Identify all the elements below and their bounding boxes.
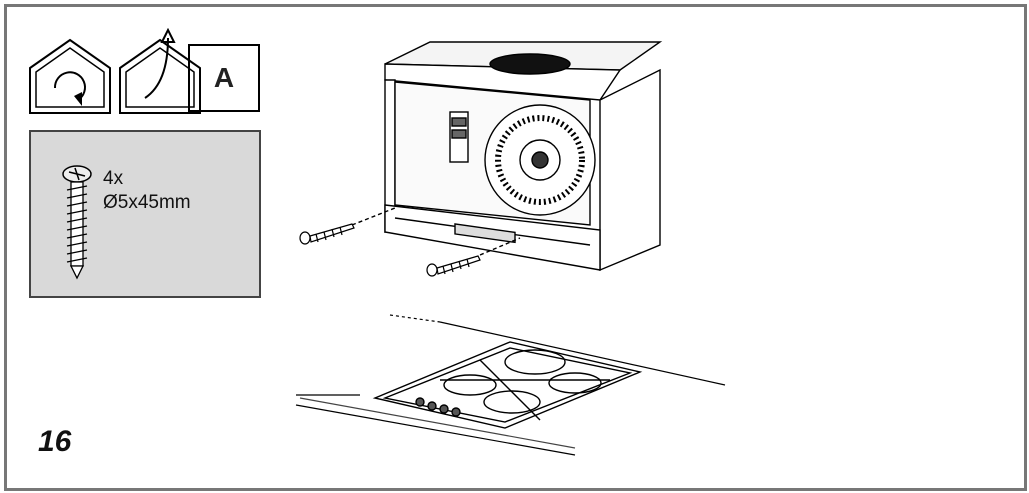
screw-left: [299, 223, 355, 245]
screw-size: Ø5x45mm: [103, 192, 191, 213]
hob-icon: [372, 341, 643, 429]
range-hood-icon: [351, 41, 663, 272]
step-number: 16: [38, 425, 72, 458]
countertop-lines: [295, 314, 726, 456]
screw-right: [426, 255, 481, 277]
screw-icon: [62, 165, 92, 280]
mode-icons: [29, 28, 201, 114]
ducted-mode-icon: [119, 28, 201, 114]
recirculation-mode-icon: [29, 38, 111, 114]
screw-quantity: 4x: [103, 168, 124, 189]
mode-label: A: [188, 44, 260, 112]
